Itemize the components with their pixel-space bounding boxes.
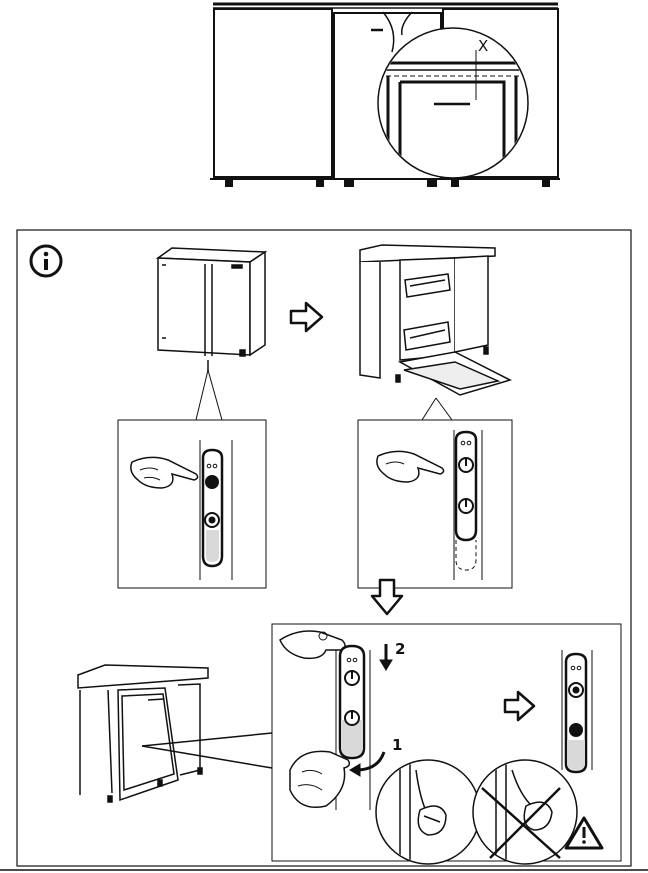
result-control-strip xyxy=(561,650,593,774)
dimension-label-x: X xyxy=(478,37,488,55)
hollow-arrow-down-icon xyxy=(370,578,404,616)
detail-magnifier: X xyxy=(377,27,529,179)
info-icon xyxy=(29,244,63,278)
step-one-label: 1 xyxy=(392,736,402,754)
detail-circle-incorrect xyxy=(472,759,578,865)
zoom-detail-left xyxy=(117,369,267,589)
step-two-label: 2 xyxy=(395,640,405,658)
installed-dishwasher-closed xyxy=(77,664,273,803)
zoom-detail-right xyxy=(357,397,513,589)
installed-dishwasher-open xyxy=(359,244,513,396)
hollow-arrow-right-icon-small xyxy=(503,690,536,722)
appliance-isometric xyxy=(155,247,268,372)
warning-triangle-icon xyxy=(564,816,604,850)
instruction-frame xyxy=(16,229,632,867)
hollow-arrow-right-icon xyxy=(289,301,324,333)
detail-circle-correct xyxy=(375,759,481,865)
